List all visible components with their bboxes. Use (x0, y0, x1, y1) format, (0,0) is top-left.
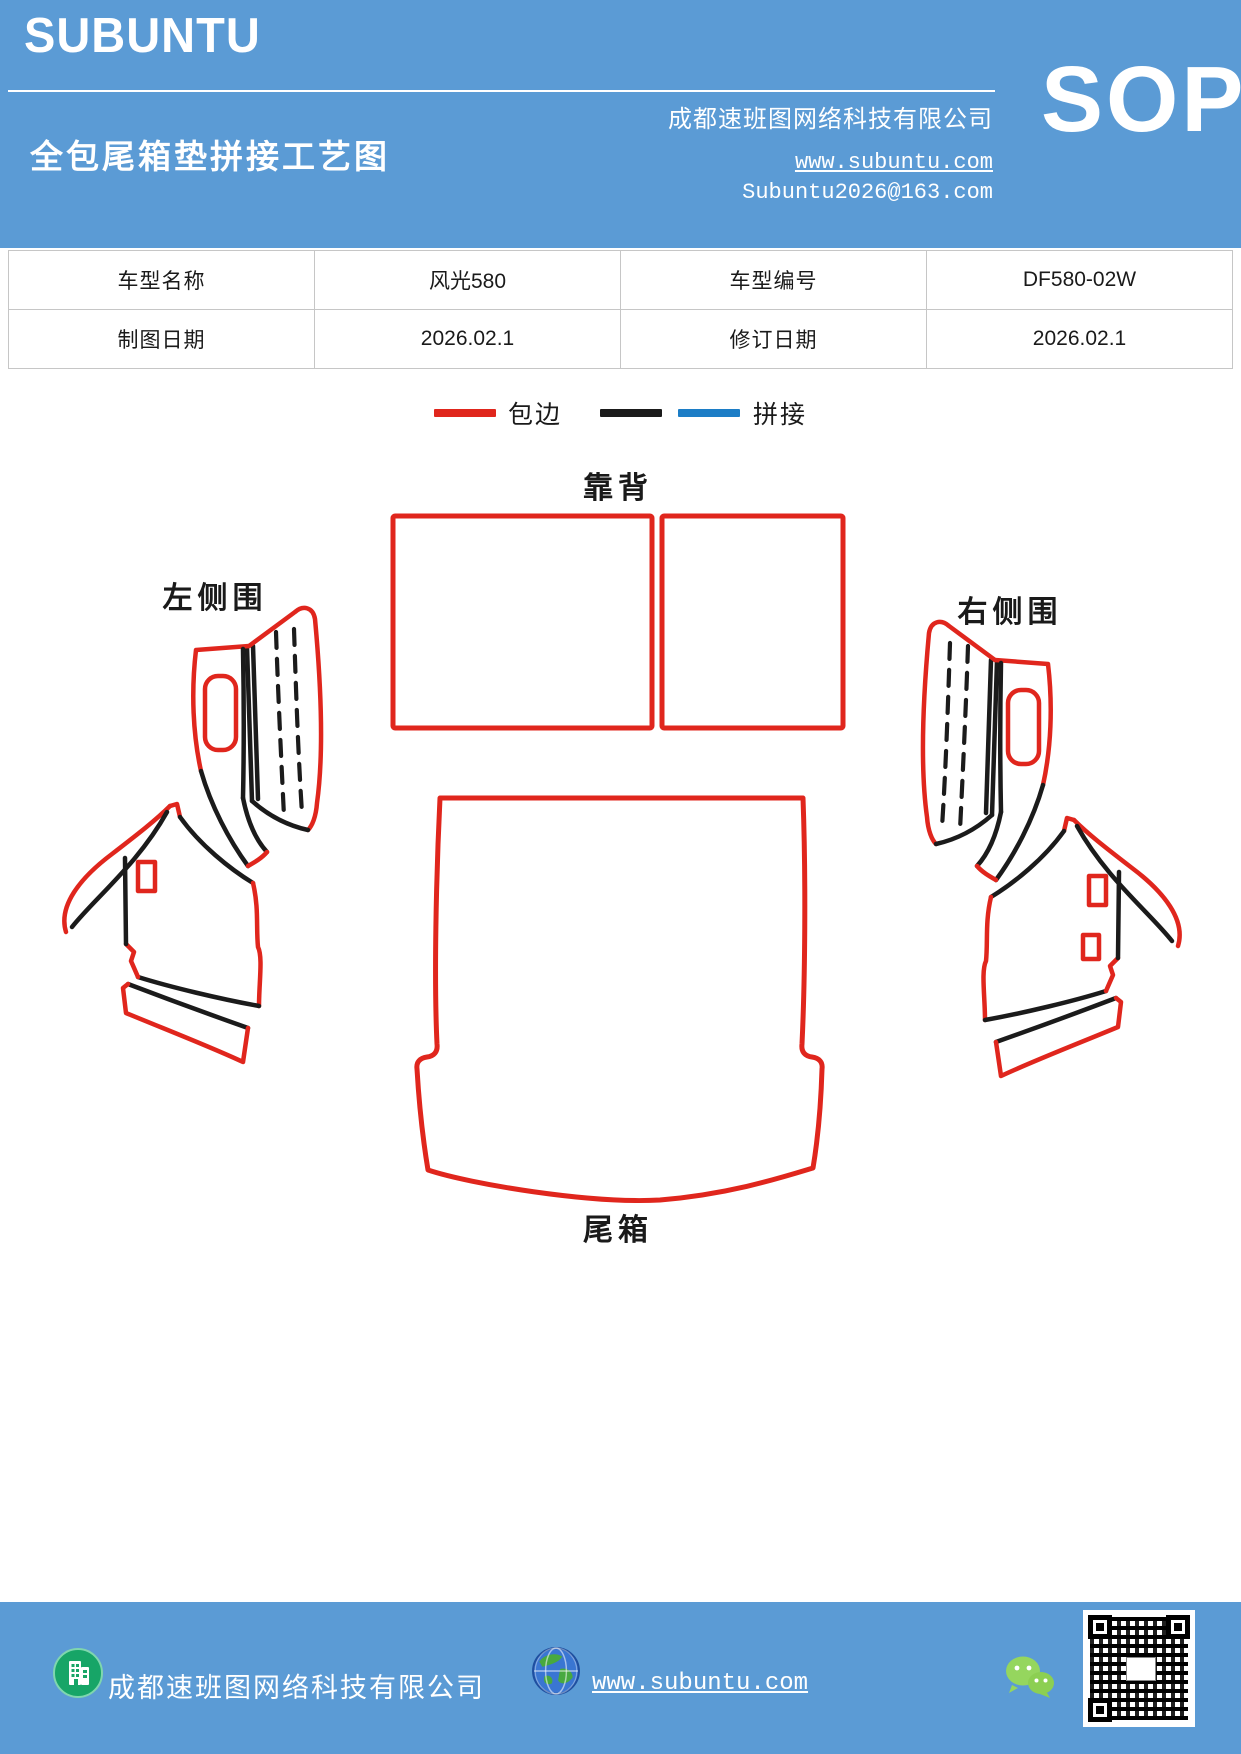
model-name-label: 车型名称 (8, 250, 315, 310)
edge-binding-swatch (433, 409, 496, 417)
qr-finder-top-left (1088, 1615, 1112, 1639)
qr-center-logo (1126, 1657, 1156, 1681)
revise-date-value: 2026.02.1 (926, 309, 1233, 369)
table-row: 制图日期 2026.02.1 修订日期 2026.02.1 (8, 309, 1233, 369)
globe-icon (532, 1647, 580, 1695)
qr-finder-bottom-left (1088, 1698, 1112, 1722)
sop-badge: SOP (1041, 47, 1241, 151)
backrest-label: 靠背 (583, 472, 653, 505)
draw-date-value: 2026.02.1 (314, 309, 621, 369)
wechat-icon (1006, 1656, 1054, 1698)
building-icon (53, 1648, 103, 1698)
model-name-value: 风光580 (314, 250, 621, 310)
header-banner: SUBUNTU 全包尾箱垫拼接工艺图 成都速班图网络科技有限公司 www.sub… (0, 0, 1241, 248)
qr-finder-top-right (1166, 1615, 1190, 1639)
trunk-piece (414, 795, 825, 1203)
left-side-group (64, 608, 321, 1062)
legend: 包边 拼接 (0, 396, 1241, 430)
table-row: 车型名称 风光580 车型编号 DF580-02W (8, 250, 1233, 310)
company-name: 成都速班图网络科技有限公司 (668, 107, 993, 133)
splice-black-swatch (600, 409, 662, 417)
footer-company-name: 成都速班图网络科技有限公司 (108, 1673, 485, 1703)
footer-banner: 成都速班图网络科技有限公司 www.subuntu.com (0, 1602, 1241, 1754)
right-side-group (923, 622, 1180, 1076)
footer-website-link[interactable]: www.subuntu.com (592, 1670, 809, 1697)
trunk-label: 尾箱 (583, 1214, 653, 1247)
right-side-label: 右侧围 (958, 596, 1063, 629)
left-side-label: 左侧围 (163, 582, 268, 615)
header-divider-line (8, 90, 995, 92)
draw-date-label: 制图日期 (8, 309, 315, 369)
model-code-label: 车型编号 (620, 250, 927, 310)
splice-blue-swatch (678, 409, 740, 417)
model-code-value: DF580-02W (926, 250, 1233, 310)
vehicle-info-table: 车型名称 风光580 车型编号 DF580-02W 制图日期 2026.02.1… (8, 250, 1233, 369)
edge-binding-label: 包边 (507, 402, 562, 429)
brand-logo: SUBUNTU (24, 7, 261, 63)
splice-label: 拼接 (753, 402, 808, 429)
backrest-right-piece (659, 513, 846, 731)
backrest-left-piece (390, 513, 655, 731)
page-title: 全包尾箱垫拼接工艺图 (30, 140, 390, 176)
qr-code (1083, 1610, 1195, 1727)
revise-date-label: 修订日期 (620, 309, 927, 369)
website-link[interactable]: www.subuntu.com (794, 150, 993, 175)
email-address[interactable]: Subuntu2026@163.com (742, 180, 993, 205)
